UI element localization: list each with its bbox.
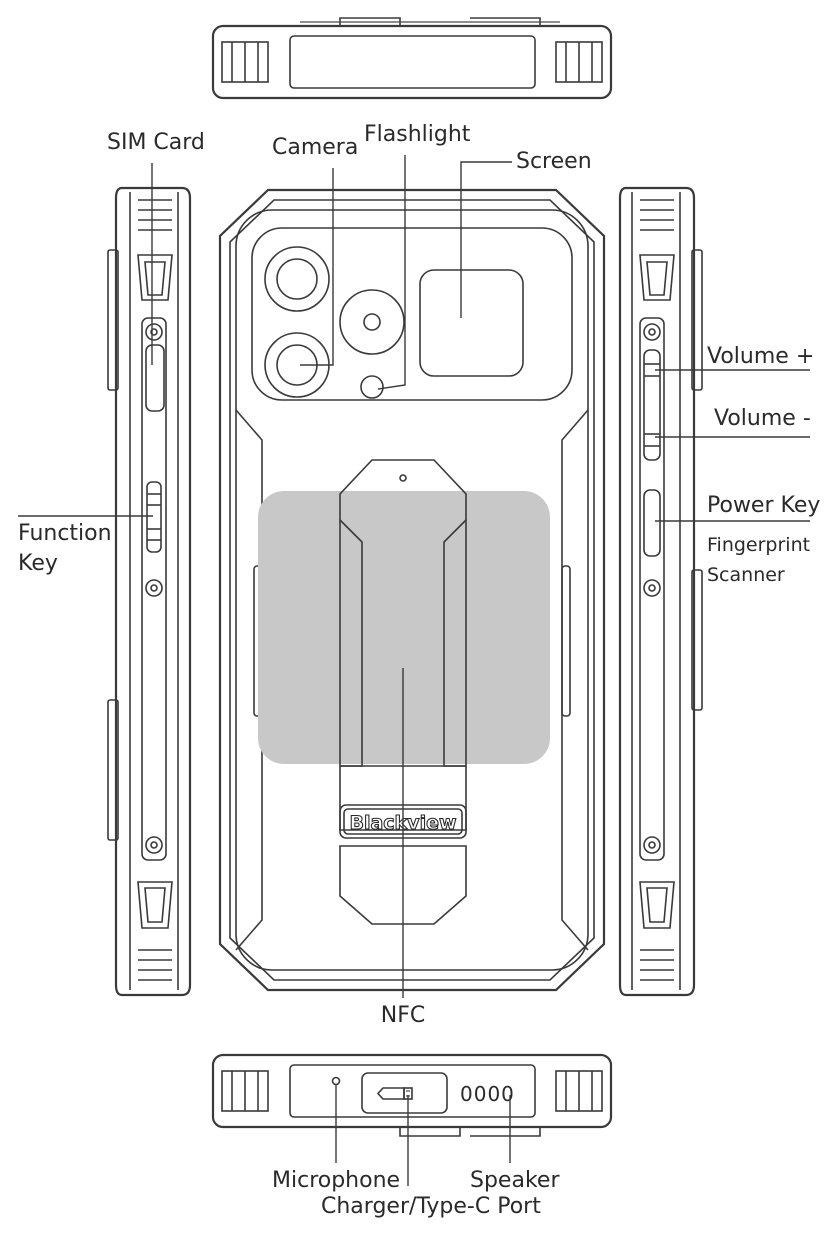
usb-c-port [361, 1072, 448, 1114]
top-right-vents [555, 41, 603, 83]
label-screen: Screen [516, 149, 592, 174]
label-nfc: NFC [381, 1003, 425, 1028]
flashlight-led [360, 375, 384, 399]
left-bottom-ribs [137, 881, 173, 981]
right-top-ribs [639, 199, 675, 301]
bottom-left-vents [221, 1070, 269, 1112]
power-key [643, 489, 661, 557]
label-microphone: Microphone [272, 1168, 400, 1193]
nfc-zone [258, 491, 550, 764]
leader-lines [18, 155, 810, 1186]
bottom-view: 0000 [211, 1053, 613, 1137]
microphone-hole [331, 1076, 341, 1086]
left-side-view [107, 186, 192, 997]
label-camera: Camera [272, 135, 358, 160]
label-function-line2: Key [18, 551, 58, 576]
bottom-right-vents [555, 1070, 603, 1112]
sim-tray [145, 344, 165, 412]
back-view: Blackview [218, 188, 606, 992]
right-bottom-ribs [639, 881, 675, 981]
rear-screen [419, 269, 524, 377]
label-volume-up: Volume + [707, 344, 814, 369]
top-left-vents [221, 41, 269, 83]
label-volume-down: Volume - [714, 406, 811, 431]
label-power-key: Power Key [707, 493, 820, 518]
top-view [211, 17, 613, 100]
camera-module [251, 227, 573, 401]
label-fingerprint-line2: Scanner [707, 564, 785, 586]
speaker-grille: 0000 [460, 1082, 515, 1106]
label-flashlight: Flashlight [364, 122, 471, 147]
left-top-ribs [137, 199, 173, 301]
label-speaker: Speaker [470, 1168, 560, 1193]
right-side-view [618, 186, 703, 997]
label-charger: Charger/Type-C Port [321, 1194, 541, 1219]
label-function-line1: Function [18, 521, 112, 546]
function-key [146, 481, 162, 553]
labels: SIM Card Camera Flashlight Screen Volume… [18, 122, 820, 1219]
label-fingerprint-line1: Fingerprint [707, 534, 810, 556]
label-sim-card: SIM Card [107, 130, 205, 155]
volume-rocker [643, 349, 661, 461]
